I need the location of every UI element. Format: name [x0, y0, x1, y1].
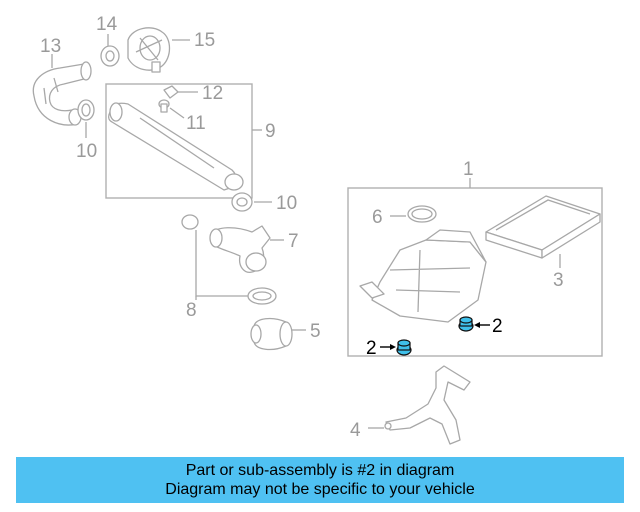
- housing-part-15: [127, 27, 171, 73]
- air-filter-housing-part-1: [359, 229, 487, 323]
- part-12: [163, 85, 179, 99]
- filter-element-part-3: [485, 195, 601, 259]
- clamp-part-10-right: [231, 192, 253, 212]
- bracket-part-4: [384, 365, 471, 445]
- callout-15: 15: [194, 30, 215, 51]
- callout-6: 6: [372, 207, 383, 228]
- sensor-tube-part-5: [250, 317, 293, 351]
- part-11: [158, 99, 170, 113]
- callout-10-left: 10: [76, 141, 97, 162]
- banner-line-2: Diagram may not be specific to your vehi…: [165, 481, 475, 498]
- callout-2-a: 2: [492, 316, 503, 337]
- elbow-hose-part-7: [181, 214, 271, 273]
- callout-9: 9: [265, 121, 276, 142]
- callout-12: 12: [202, 83, 223, 104]
- callout-4: 4: [350, 420, 361, 441]
- intake-hose-part-13: [32, 61, 92, 126]
- callout-2-b: 2: [366, 338, 377, 359]
- callout-13: 13: [40, 36, 61, 57]
- callout-5: 5: [310, 321, 321, 342]
- callout-14: 14: [96, 14, 118, 35]
- clamp-part-8: [247, 287, 277, 305]
- clamp-part-10-left: [77, 99, 95, 121]
- callout-8: 8: [186, 300, 197, 321]
- callout-1: 1: [463, 159, 474, 180]
- clamp-part-14: [100, 45, 120, 67]
- callout-10-right: 10: [276, 193, 297, 214]
- callout-3: 3: [553, 270, 564, 291]
- callout-11: 11: [186, 113, 206, 134]
- grommet-part-2-a: [458, 316, 474, 332]
- group-box-9: [105, 83, 253, 199]
- group-box-1: [347, 187, 603, 357]
- grommet-part-2-b: [396, 339, 412, 356]
- callout-7: 7: [288, 231, 299, 252]
- info-banner: Part or sub-assembly is #2 in diagram Di…: [16, 457, 624, 503]
- gasket-part-6: [407, 205, 437, 223]
- banner-line-1: Part or sub-assembly is #2 in diagram: [185, 462, 455, 479]
- charge-pipe-part-9: [108, 102, 244, 191]
